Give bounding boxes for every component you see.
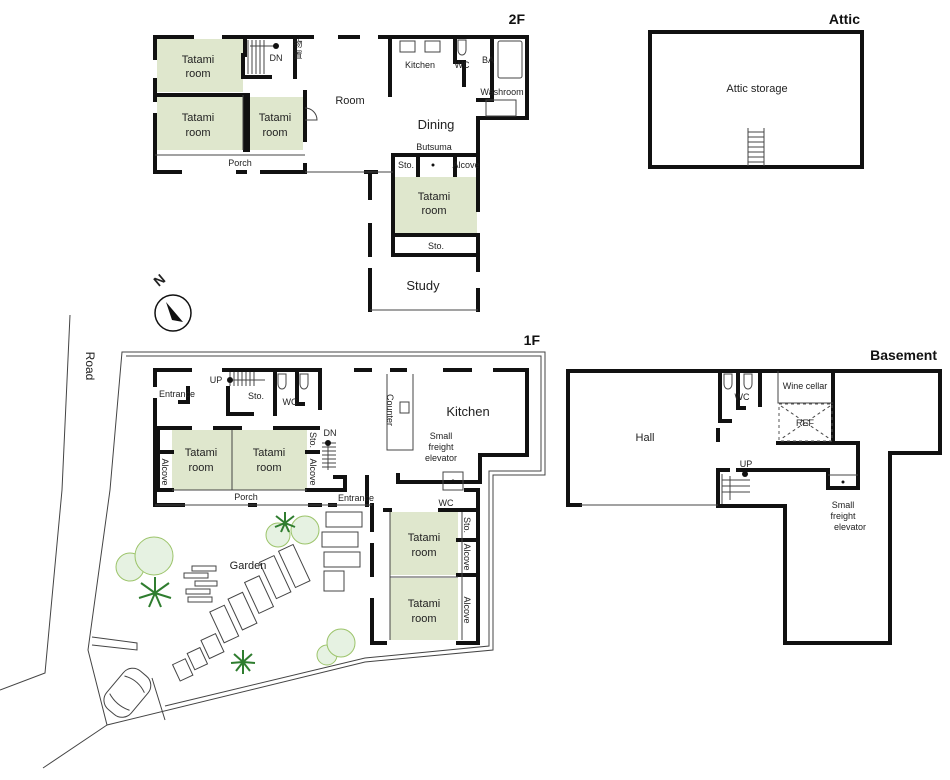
road-edge: [0, 314, 108, 769]
road-label: Road: [83, 352, 97, 381]
label-up-basement: UP: [740, 459, 753, 469]
label-alcove-1f-4: Alcove: [462, 596, 472, 623]
label-ref: REF: [796, 418, 815, 428]
stepping-stones: [171, 511, 363, 682]
ref-box: [778, 403, 833, 442]
compass-n: N: [150, 271, 168, 290]
attic-ladder: [747, 128, 765, 166]
floor-basement: Basement Hall WC Wine cellar REF UP Smal…: [566, 347, 942, 645]
palm-icon: [274, 512, 296, 533]
label-dining: Dining: [418, 117, 455, 132]
label-wc-2f: WC: [455, 60, 470, 70]
label-ba: BA: [482, 55, 494, 65]
palm-icon: [230, 650, 256, 674]
label-tatami-1f-1-b: room: [188, 462, 213, 474]
label-tatami-1f-1-a: Tatami: [185, 447, 217, 459]
label-tatami-2f-1-a: Tatami: [182, 54, 214, 66]
tatami-room-2f-2: [157, 97, 243, 150]
label-porch-2f: Porch: [228, 158, 252, 168]
label-wine-cellar: Wine cellar: [783, 381, 828, 391]
label-tatami-2f-4-b: room: [421, 205, 446, 217]
label-washroom: Washroom: [480, 87, 523, 97]
label-tatami-2f-2-b: room: [185, 127, 210, 139]
tree-icon: [265, 522, 291, 548]
label-alcove-2f: Alcove: [452, 160, 479, 170]
label-garden: Garden: [230, 560, 267, 572]
label-tatami-1f-4-b: room: [411, 613, 436, 625]
label-sto-1f-2: Sto.: [308, 432, 318, 448]
label-elevator-b-1: Small: [832, 500, 855, 510]
label-tatami-1f-3-a: Tatami: [408, 532, 440, 544]
label-study: Study: [406, 278, 440, 293]
floor-2f: 2F Tatami room Tatami room Tatami room R…: [153, 11, 529, 312]
label-wc-1f-1: WC: [283, 397, 298, 407]
label-alcove-1f-1: Alcove: [160, 458, 170, 485]
tree-icon: [290, 515, 320, 545]
label-sto-1f-3: Sto.: [462, 517, 472, 533]
car-icon: [103, 667, 152, 718]
label-porch-1f: Porch: [234, 492, 258, 502]
tree-icon: [326, 628, 356, 658]
north-arrow-icon: [166, 302, 183, 322]
label-tatami-2f-1-b: room: [185, 68, 210, 80]
label-alcove-1f-3: Alcove: [462, 543, 472, 570]
label-tatami-2f-3-b: room: [262, 127, 287, 139]
compass: N: [150, 271, 192, 332]
tatami-room-1f-3: [390, 512, 458, 575]
label-butsuma: Butsuma: [416, 142, 452, 152]
label-wc-1f-2: WC: [439, 498, 454, 508]
label-kitchen-1f: Kitchen: [446, 404, 489, 419]
floor-title-2f: 2F: [509, 11, 526, 27]
label-elevator-b-2: freight: [830, 511, 856, 521]
tree-icon: [134, 536, 174, 576]
floor-title-basement: Basement: [870, 347, 937, 363]
site: Road Garden: [0, 314, 546, 769]
label-tatami-2f-3-a: Tatami: [259, 112, 291, 124]
label-wc-basement: WC: [735, 392, 750, 402]
label-entrance-1f-1: Entrance: [159, 389, 195, 399]
label-elevator-1f-1: Small: [430, 431, 453, 441]
tatami-room-2f-1: [157, 39, 243, 92]
label-entrance-1f-2: Entrance: [338, 493, 374, 503]
label-room: Room: [335, 95, 364, 107]
label-alcove-1f-2: Alcove: [308, 458, 318, 485]
label-sto-2f-1: Sto.: [398, 160, 414, 170]
tatami-room-1f-1: [172, 430, 307, 490]
floor-attic: Attic Attic storage: [648, 11, 864, 169]
attic-outline: [648, 30, 864, 169]
floor-title-attic: Attic: [829, 11, 860, 27]
label-dn-1f: DN: [324, 428, 337, 438]
floor-1f: 1F Entrance UP Sto. WC Counter Kitchen S…: [153, 332, 541, 645]
label-counter: Counter: [385, 394, 395, 426]
tatami-room-2f-4: [394, 177, 477, 234]
label-tatami-1f-2-a: Tatami: [253, 447, 285, 459]
label-elevator-1f-3: elevator: [425, 453, 457, 463]
label-tatami-1f-3-b: room: [411, 547, 436, 559]
label-kitchen-2f: Kitchen: [405, 60, 435, 70]
label-tatami-2f-4-a: Tatami: [418, 191, 450, 203]
label-elevator-b-3: elevator: [834, 522, 866, 532]
label-storage-jp-2: 置: [293, 50, 302, 60]
tatami-room-1f-4: [390, 578, 458, 640]
label-tatami-1f-4-a: Tatami: [408, 598, 440, 610]
label-tatami-2f-2-a: Tatami: [182, 112, 214, 124]
label-sto-2f-2: Sto.: [428, 241, 444, 251]
palm-icon: [138, 577, 172, 608]
site-boundary: [87, 351, 546, 726]
tatami-room-2f-3: [246, 97, 303, 150]
label-attic-storage: Attic storage: [726, 83, 787, 95]
label-elevator-1f-2: freight: [428, 442, 454, 452]
floor-title-1f: 1F: [524, 332, 541, 348]
label-tatami-1f-2-b: room: [256, 462, 281, 474]
label-up-1f: UP: [210, 375, 223, 385]
label-sto-1f-1: Sto.: [248, 391, 264, 401]
label-storage-jp-1: 物: [293, 38, 302, 49]
label-hall: Hall: [636, 432, 655, 444]
label-dn-2f: DN: [270, 53, 283, 63]
